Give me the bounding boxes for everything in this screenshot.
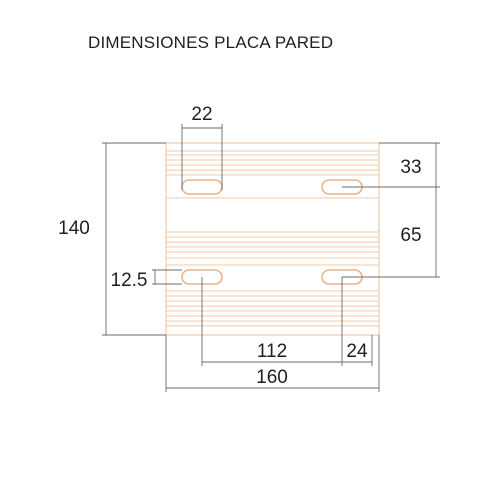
- dimension-slot-width: 22: [181, 104, 223, 190]
- dimension-right-vertical: 33 65: [342, 142, 440, 278]
- label-slot-horizontal-spacing: 112: [257, 341, 287, 362]
- dimension-bottom-horizontal: 112 24: [201, 277, 373, 366]
- label-right-margin: 24: [346, 341, 368, 362]
- label-total-height: 140: [58, 218, 90, 239]
- dimension-total-height: 140: [58, 142, 166, 336]
- label-total-width: 160: [256, 367, 288, 388]
- label-slot-vertical-spacing: 65: [400, 225, 421, 246]
- label-top-to-slot: 33: [400, 157, 421, 178]
- slot-top-left: [181, 179, 223, 195]
- plate-ribs: [166, 150, 379, 327]
- dimension-total-width: 160: [165, 335, 380, 392]
- label-bottom-slot-offset: 12.5: [111, 270, 148, 291]
- dimension-bottom-slot: 12.5: [111, 269, 182, 291]
- label-slot-width: 22: [191, 104, 212, 125]
- wall-plate: [165, 142, 380, 336]
- diagram-title: DIMENSIONES PLACA PARED: [88, 33, 334, 52]
